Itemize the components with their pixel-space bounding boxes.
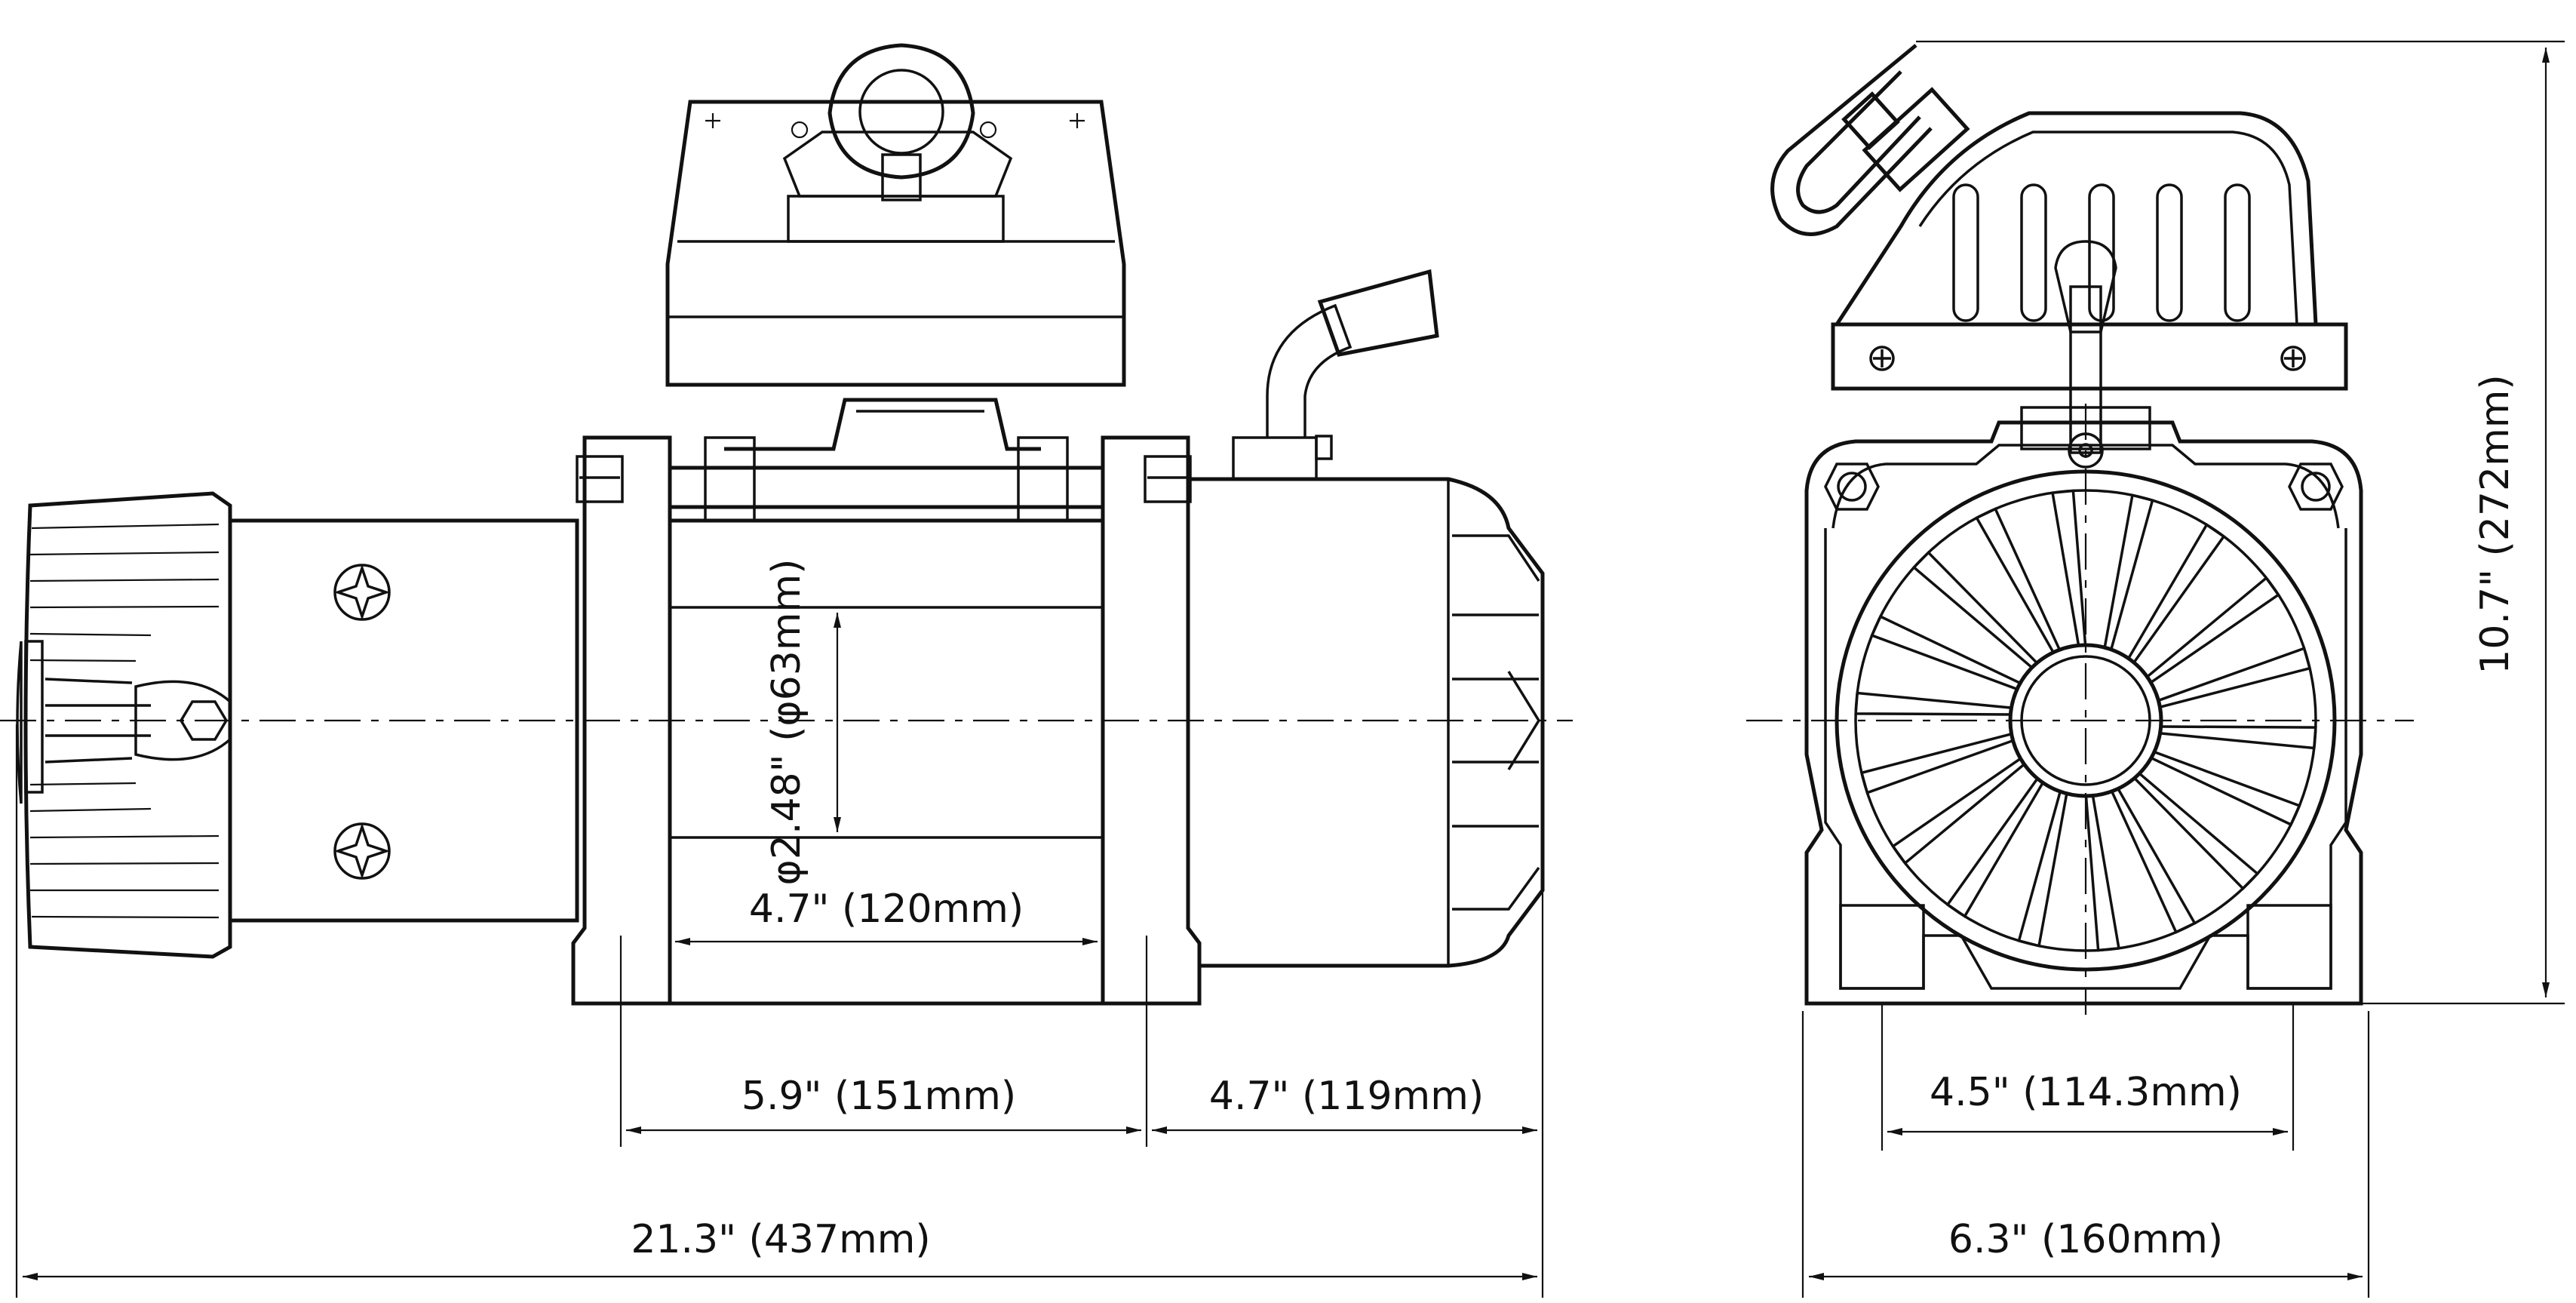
flange-spoke <box>2157 647 2312 708</box>
drum-flange <box>1835 469 2337 972</box>
control-box <box>665 43 1126 387</box>
flange-spoke <box>2017 791 2068 948</box>
flange-spoke <box>1891 757 2025 865</box>
end-housing <box>1804 406 2363 1006</box>
mount-spacing-length-label: 5.9" (151mm) <box>741 1074 1016 1119</box>
flange-spoke <box>2146 576 2280 684</box>
flange-spoke <box>2051 489 2087 646</box>
side-view: φ2.48" (φ63mm) 4.7" (120mm) 5.9" (151mm)… <box>0 43 1573 1298</box>
control-box-bracket <box>724 398 1041 451</box>
flange-spoke <box>2111 788 2197 934</box>
end-view: 4.5" (114.3mm) 6.3" (160mm) 10.7" (272mm… <box>1746 40 2565 1298</box>
overall-length-label: 21.3" (437mm) <box>631 1217 930 1262</box>
clutch-knob <box>16 491 232 959</box>
flange-spoke <box>2133 772 2260 891</box>
drum-diameter-label: φ2.48" (φ63mm) <box>764 559 809 886</box>
flange-spoke <box>1975 507 2061 653</box>
motor-length-label: 4.7" (119mm) <box>1209 1074 1484 1119</box>
overall-height-label: 10.7" (272mm) <box>2473 374 2518 674</box>
drum-length-label: 4.7" (120mm) <box>749 887 1024 932</box>
left-end-plate <box>571 435 672 1006</box>
flange-spoke <box>2103 493 2154 650</box>
motor <box>1188 269 1545 968</box>
flange-spoke <box>1854 691 2012 716</box>
flange-spoke <box>1911 550 2038 669</box>
flange-spoke <box>1945 777 2044 918</box>
flange-spoke <box>2084 795 2120 952</box>
drum <box>668 518 1105 1006</box>
flange-spoke <box>2127 523 2226 664</box>
mount-spacing-width-label: 4.5" (114.3mm) <box>1930 1070 2242 1115</box>
overall-width-label: 6.3" (160mm) <box>1948 1217 2223 1262</box>
flange-spoke <box>1870 614 2021 691</box>
flange-spoke <box>1859 733 2014 794</box>
gearbox-housing <box>230 518 579 923</box>
flange-spoke <box>2151 750 2301 827</box>
flange-spoke <box>2160 725 2317 750</box>
control-box-end <box>1770 44 2348 454</box>
